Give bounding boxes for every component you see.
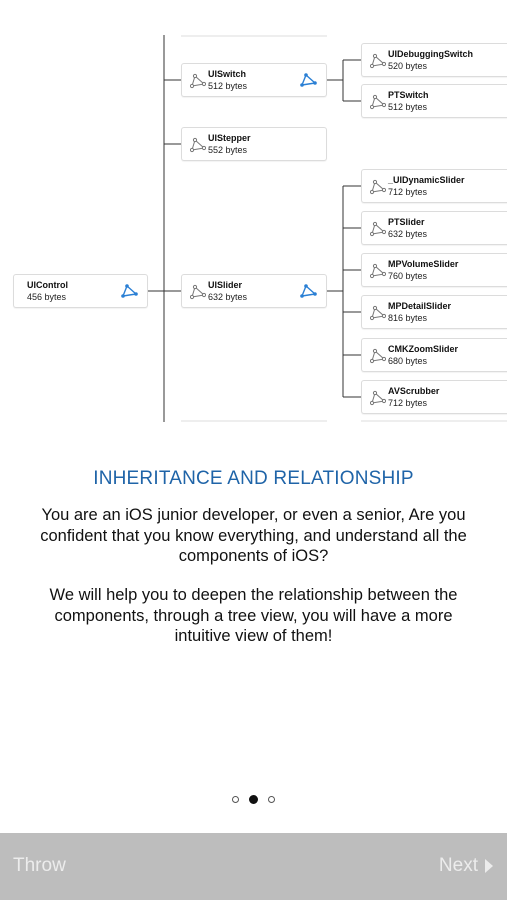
next-button[interactable]: Next	[439, 855, 494, 877]
page-dot-3[interactable]	[268, 796, 275, 803]
page-title: INHERITANCE AND RELATIONSHIP	[93, 468, 414, 489]
expand-graph-icon[interactable]	[121, 283, 138, 300]
node-name: MPDetailSlider	[388, 301, 452, 311]
throw-button[interactable]: Throw	[13, 855, 66, 876]
node-size: 760 bytes	[388, 271, 428, 281]
tree-node-ptslider[interactable]: PTSlider 632 bytes	[361, 211, 507, 245]
node-size: 552 bytes	[208, 145, 248, 155]
tree-node-avscrubber[interactable]: AVScrubber 712 bytes	[361, 380, 507, 414]
page-indicator[interactable]	[0, 795, 507, 804]
node-name: _UIDynamicSlider	[388, 175, 465, 185]
node-name: PTSwitch	[388, 90, 429, 100]
inheritance-graph-icon	[370, 179, 386, 195]
intro-paragraph-1: You are an iOS junior developer, or even…	[40, 506, 467, 565]
inheritance-graph-icon	[370, 53, 386, 69]
inheritance-graph-icon	[370, 390, 386, 406]
tree-node-root[interactable]: UIControl 456 bytes	[13, 274, 148, 308]
node-name: UISlider	[208, 280, 243, 290]
node-name: CMKZoomSlider	[388, 344, 459, 354]
inheritance-graph-icon	[370, 305, 386, 321]
node-size: 632 bytes	[388, 229, 428, 239]
node-name: UISwitch	[208, 69, 247, 79]
node-name: MPVolumeSlider	[388, 259, 459, 269]
node-size: 512 bytes	[388, 102, 428, 112]
inheritance-graph-icon	[190, 73, 206, 89]
tree-connector-lines	[148, 35, 507, 422]
inheritance-graph-icon	[370, 221, 386, 237]
expand-graph-icon[interactable]	[300, 72, 317, 89]
node-size: 456 bytes	[27, 292, 67, 302]
inheritance-graph-icon	[190, 284, 206, 300]
inheritance-graph-icon	[370, 94, 386, 110]
node-size: 512 bytes	[208, 81, 248, 91]
inheritance-graph-icon	[190, 137, 206, 153]
inheritance-graph-icon	[370, 348, 386, 364]
node-name: UIControl	[27, 280, 68, 290]
tree-node-uiswitch[interactable]: UISwitch 512 bytes	[181, 63, 327, 97]
tree-node-uidebuggingswitch[interactable]: UIDebuggingSwitch 520 bytes	[361, 43, 507, 77]
tree-node-ptswitch[interactable]: PTSwitch 512 bytes	[361, 84, 507, 118]
intro-paragraph-2: We will help you to deepen the relations…	[49, 586, 458, 645]
node-name: AVScrubber	[388, 386, 440, 396]
chevron-right-icon	[485, 859, 493, 873]
tree-node-uislider[interactable]: UISlider 632 bytes	[181, 274, 327, 308]
node-name: PTSlider	[388, 217, 425, 227]
node-name: UIDebuggingSwitch	[388, 49, 473, 59]
node-size: 712 bytes	[388, 398, 428, 408]
tree-node-mpvolumeslider[interactable]: MPVolumeSlider 760 bytes	[361, 253, 507, 287]
tree-node-uidynamicslider[interactable]: _UIDynamicSlider 712 bytes	[361, 169, 507, 203]
node-size: 816 bytes	[388, 313, 428, 323]
inheritance-graph-icon	[370, 263, 386, 279]
page-dot-2-active[interactable]	[249, 795, 258, 804]
tree-node-uistepper[interactable]: UIStepper 552 bytes	[181, 127, 327, 161]
expand-graph-icon[interactable]	[300, 283, 317, 300]
node-size: 680 bytes	[388, 356, 428, 366]
tree-node-mpdetailslider[interactable]: MPDetailSlider 816 bytes	[361, 295, 507, 329]
node-size: 632 bytes	[208, 292, 248, 302]
node-size: 520 bytes	[388, 61, 428, 71]
next-label: Next	[438, 855, 478, 876]
tree-node-cmkzoomslider[interactable]: CMKZoomSlider 680 bytes	[361, 338, 507, 372]
node-name: UIStepper	[208, 133, 251, 143]
node-size: 712 bytes	[388, 187, 428, 197]
page-dot-1[interactable]	[232, 796, 239, 803]
inheritance-tree[interactable]: UIControl 456 bytes UISwitch 512 bytes U…	[0, 0, 507, 430]
bottom-bar: Throw Next	[0, 833, 507, 900]
